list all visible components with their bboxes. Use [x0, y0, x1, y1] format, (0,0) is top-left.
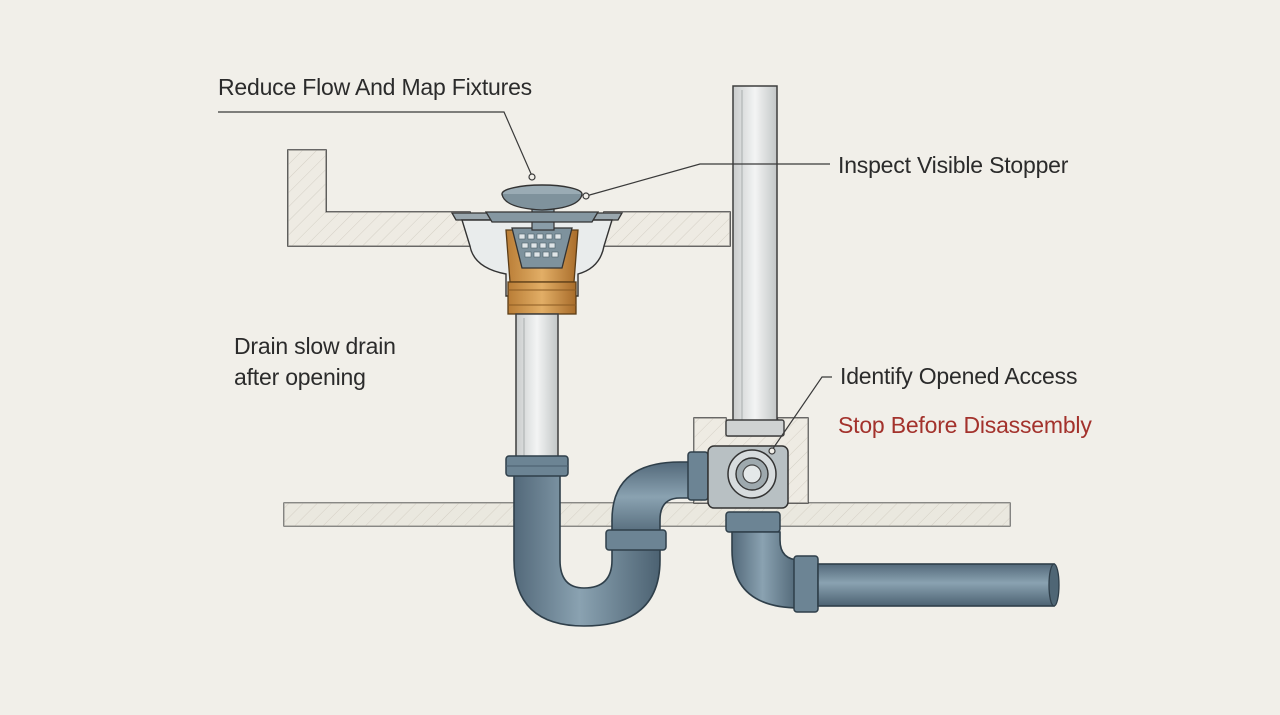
label-stop-warning: Stop Before Disassembly	[838, 412, 1092, 438]
label-inspect-stopper: Inspect Visible Stopper	[838, 152, 1069, 178]
vent-pipe	[725, 85, 785, 437]
label-drain-note-line2: after opening	[234, 364, 366, 390]
tailpiece-pipe	[515, 313, 559, 461]
drain-stopper-icon	[484, 184, 600, 231]
cleanout-plug-icon	[735, 457, 769, 491]
label-drain-note-line1: Drain slow drain	[234, 333, 396, 359]
p-trap	[505, 451, 709, 627]
leader-identify-access	[771, 376, 832, 451]
leader-inspect-stopper	[585, 163, 830, 197]
sink-deck	[287, 149, 731, 247]
leader-reduce-flow	[218, 111, 533, 177]
strainer-basket-icon	[511, 227, 573, 269]
callout-lines	[218, 111, 832, 455]
label-identify-access: Identify Opened Access	[840, 363, 1078, 389]
label-reduce-flow: Reduce Flow And Map Fixtures	[218, 74, 532, 100]
outlet-pipe	[731, 531, 1060, 613]
cleanout-tee	[707, 445, 789, 533]
